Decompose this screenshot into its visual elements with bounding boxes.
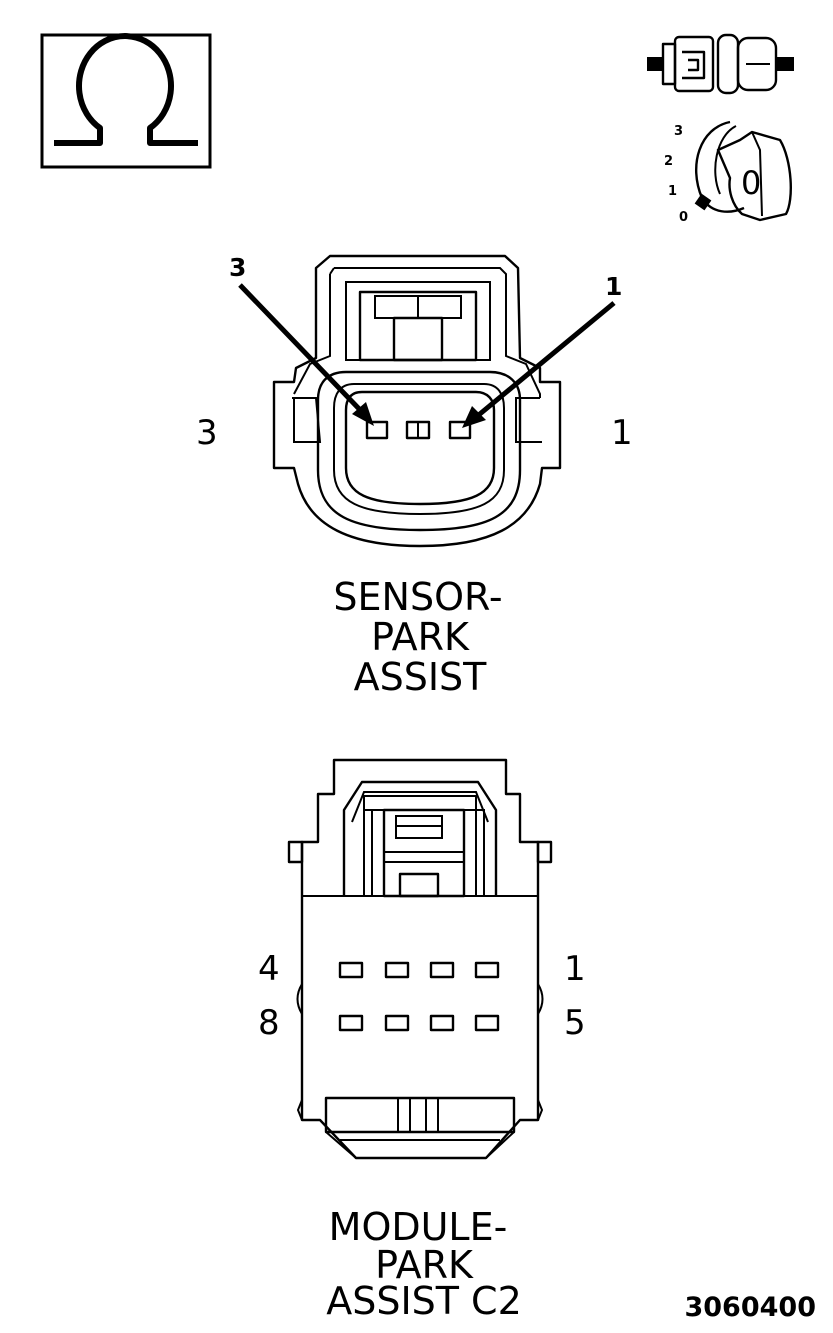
module-pin-4 <box>338 961 364 979</box>
module-pin-label-1: 1 <box>564 949 586 989</box>
module-pin-3 <box>384 961 410 979</box>
module-pin-7 <box>384 1014 410 1032</box>
callout-arrow-1 <box>462 406 486 428</box>
module-caption-line-3: ASSIST C2 <box>326 1279 522 1323</box>
module-pin-label-8: 8 <box>258 1003 280 1043</box>
module-caption-line-1: MODULE- <box>329 1205 508 1249</box>
figure-number: 3060400 <box>684 1292 816 1323</box>
connector-disconnected-icon <box>647 33 794 95</box>
callout-arrow-3 <box>352 402 374 426</box>
module-pin-label-4: 4 <box>258 949 280 989</box>
sensor-callout-3: 3 <box>229 253 246 282</box>
module-connector <box>287 758 553 1160</box>
sensor-caption-line-1: SENSOR- <box>333 575 502 619</box>
sensor-caption-line-2: PARK <box>371 615 470 659</box>
module-pin-8 <box>338 1014 364 1032</box>
ignition-position-1: 1 <box>668 184 677 199</box>
module-pin-1 <box>474 961 500 979</box>
module-pin-5 <box>474 1014 500 1032</box>
sensor-pin-label-1: 1 <box>611 413 633 453</box>
ohm-symbol-icon <box>40 33 212 169</box>
sensor-pin-1 <box>448 420 472 440</box>
module-pin-label-5: 5 <box>564 1003 586 1043</box>
ignition-position-2: 2 <box>664 154 673 169</box>
module-caption-line-2: PARK <box>375 1243 474 1287</box>
ignition-switch-off-icon: 3 2 1 0 0 <box>664 120 792 225</box>
sensor-pin-3 <box>365 420 389 440</box>
ignition-position-3: 3 <box>674 124 683 139</box>
sensor-callout-1: 1 <box>605 272 622 301</box>
ignition-key-label: 0 <box>741 164 761 202</box>
sensor-pin-label-3: 3 <box>196 413 218 453</box>
module-pin-2 <box>429 961 455 979</box>
module-pin-6 <box>429 1014 455 1032</box>
ignition-position-0: 0 <box>679 210 688 225</box>
sensor-caption-line-3: ASSIST <box>354 655 488 699</box>
sensor-connector <box>238 254 616 548</box>
